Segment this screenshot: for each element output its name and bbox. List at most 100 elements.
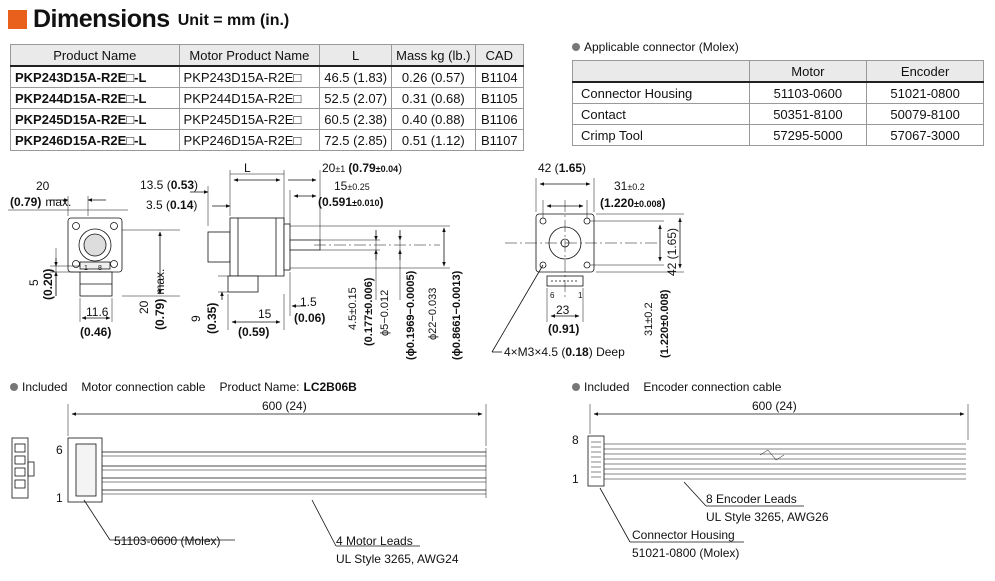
motor-name-cell: PKP244D15A-R2E□ bbox=[178, 87, 321, 109]
dim-paren: ) bbox=[398, 161, 402, 175]
dim-0177: (0.177±0.006) bbox=[363, 277, 375, 346]
product-name-cell: PKP244D15A-R2E□-L bbox=[10, 87, 180, 109]
included-label: Included bbox=[584, 380, 630, 394]
dim-42-val: 42 ( bbox=[538, 161, 559, 175]
dim-max-vert: max. bbox=[153, 269, 167, 295]
pin-1-label: 1 bbox=[84, 265, 88, 272]
front-view-motor bbox=[67, 217, 123, 297]
dim-0591-val: (0.591 bbox=[318, 195, 352, 209]
dim-phi22: ϕ22−0.033 bbox=[427, 288, 439, 340]
col-product-name: Product Name bbox=[10, 44, 180, 67]
dim-018: 0.18 bbox=[565, 345, 589, 359]
dim-059: (0.59) bbox=[238, 325, 269, 339]
dim-091: (0.91) bbox=[548, 322, 579, 336]
encoder-cable-drawing bbox=[587, 435, 966, 487]
dim-15-val: 15 bbox=[334, 179, 348, 193]
dim-31-vert: 31±0.2 bbox=[643, 302, 655, 336]
dim-079-max-vert: (0.79)max. bbox=[153, 269, 167, 330]
dim-paren: ) bbox=[582, 161, 586, 175]
col-motor: Motor bbox=[748, 60, 868, 83]
bullet-icon bbox=[572, 43, 580, 51]
dim-014: 0.14 bbox=[170, 198, 194, 212]
col-blank bbox=[572, 60, 750, 83]
dim-pm025: ±0.25 bbox=[347, 182, 369, 192]
motor-cable-note: Included Motor connection cable Product … bbox=[10, 380, 357, 394]
dim-035: (0.35) bbox=[205, 303, 219, 334]
dim-1220-val: (1.220 bbox=[600, 196, 634, 210]
motor-connector: 51103-0600 (Molex) bbox=[114, 534, 221, 548]
l-cell: 72.5 (2.85) bbox=[319, 129, 393, 151]
dim-15-b: 15 bbox=[258, 307, 272, 321]
product-table: Product Name Motor Product Name L Mass k… bbox=[10, 44, 525, 151]
dim-42: 42 (1.65) bbox=[538, 161, 586, 175]
page-title: Dimensions bbox=[33, 4, 170, 33]
dim-15-pm: 15±0.25 bbox=[334, 179, 370, 193]
unit-label: Unit = mm (in.) bbox=[177, 12, 290, 29]
col-encoder: Encoder bbox=[866, 60, 984, 83]
dim-053: 0.53 bbox=[171, 178, 195, 192]
dim-20: 20 bbox=[36, 179, 50, 193]
dim-31: 31±0.2 bbox=[614, 179, 645, 193]
table-row: PKP246D15A-R2E□-L PKP246D15A-R2E□ 72.5 (… bbox=[10, 129, 525, 151]
encoder-cable-label: Encoder connection cable bbox=[643, 380, 782, 394]
dim-pm004: ±0.04 bbox=[376, 164, 398, 174]
row-label: Connector Housing bbox=[572, 81, 750, 104]
dim-pm1: ±1 bbox=[335, 164, 345, 174]
dim-079: (0.79) bbox=[10, 195, 41, 209]
dim-046: (0.46) bbox=[80, 325, 111, 339]
dim-006: (0.06) bbox=[294, 311, 325, 325]
dim-020: (0.20) bbox=[41, 269, 55, 300]
connector-table: Motor Encoder Connector Housing 51103-06… bbox=[572, 60, 984, 146]
dim-3-5-val: 3.5 ( bbox=[146, 198, 170, 212]
col-motor-product-name: Motor Product Name bbox=[178, 44, 321, 67]
dim-0591: (0.591±0.010) bbox=[318, 195, 384, 209]
dim-9: 9 bbox=[189, 315, 203, 322]
dim-max: max. bbox=[45, 195, 71, 209]
dim-deep: ) Deep bbox=[589, 345, 625, 359]
motor-name-cell: PKP243D15A-R2E□ bbox=[178, 65, 321, 88]
dim-079-b: (0.79 bbox=[348, 161, 376, 175]
dim-pm0010: ±0.010 bbox=[352, 198, 379, 208]
dim-42-vert: 42 (1.65) bbox=[665, 228, 679, 276]
encoder-leads: 8 Encoder Leads bbox=[706, 492, 797, 506]
col-cad: CAD bbox=[474, 44, 525, 67]
col-mass: Mass kg (lb.) bbox=[391, 44, 476, 67]
dim-079-max: (0.79) max. bbox=[10, 195, 71, 209]
product-table-header: Product Name Motor Product Name L Mass k… bbox=[10, 44, 525, 67]
dim-3-5: 3.5 (0.14) bbox=[146, 198, 197, 212]
connector-table-header: Motor Encoder bbox=[572, 60, 984, 83]
motor-cell: 57295-5000 bbox=[748, 124, 868, 146]
dim-phi5: ϕ5−0.012 bbox=[379, 290, 391, 336]
dim-phi5-in: (ϕ0.1969−0.0005) bbox=[405, 270, 417, 360]
cable-product-name: LC2B06B bbox=[303, 380, 357, 394]
mass-cell: 0.26 (0.57) bbox=[391, 65, 476, 88]
motor-cable-drawing bbox=[11, 437, 487, 503]
motor-leads: 4 Motor Leads bbox=[336, 534, 413, 548]
section-header: Dimensions Unit = mm (in.) bbox=[8, 4, 289, 34]
motor-cable-label: Motor connection cable bbox=[81, 380, 206, 394]
dim-4-5: 4.5±0.15 bbox=[347, 287, 359, 330]
dim-hole: 4×M3×4.5 (0.18) Deep bbox=[504, 345, 625, 359]
motor-pin-top: 6 bbox=[56, 443, 63, 457]
dim-1220-vert: (1.220±0.008) bbox=[659, 289, 671, 358]
dim-13-5: 13.5 (0.53) bbox=[140, 178, 198, 192]
dim-20-pm-val: 20 bbox=[322, 161, 336, 175]
dim-paren: ) bbox=[662, 196, 666, 210]
side-view-motor bbox=[207, 217, 440, 293]
pin-6-label: 6 bbox=[550, 291, 555, 300]
header-accent-square bbox=[8, 9, 27, 29]
dim-11-6: 11.6 bbox=[86, 305, 109, 319]
dim-pm02: ±0.2 bbox=[627, 182, 644, 192]
row-label: Crimp Tool bbox=[572, 124, 750, 146]
dim-1-5: 1.5 bbox=[300, 295, 317, 309]
cad-link[interactable]: B1105 bbox=[474, 87, 525, 109]
encoder-pin-bottom: 1 bbox=[572, 472, 579, 486]
motor-cable-spec: UL Style 3265, AWG24 bbox=[336, 552, 459, 566]
dim-paren: ) bbox=[194, 178, 198, 192]
dim-20-pm1: 20±1(0.79±0.04) bbox=[322, 161, 402, 175]
connector-note-text: Applicable connector (Molex) bbox=[584, 40, 739, 54]
encoder-connector: 51021-0800 (Molex) bbox=[632, 546, 739, 560]
cad-link[interactable]: B1107 bbox=[474, 129, 525, 151]
dim-L: L bbox=[244, 161, 251, 175]
